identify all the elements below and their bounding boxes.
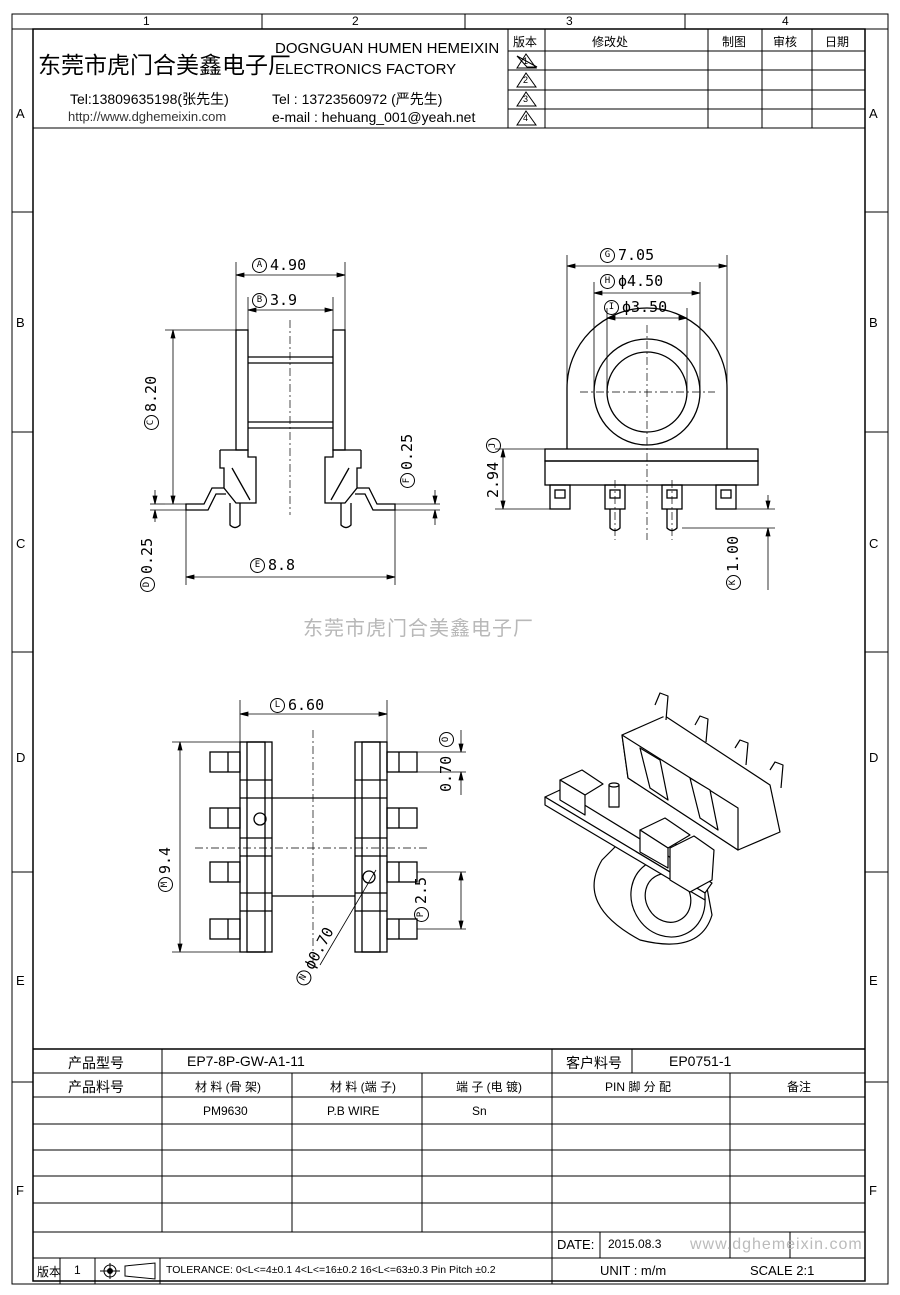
product-model: EP7-8P-GW-A1-11 bbox=[187, 1053, 305, 1069]
dim-f: F0.25 bbox=[398, 434, 416, 488]
rev-header-review: 审核 bbox=[773, 35, 798, 49]
company-name-en-2: ELECTRONICS FACTORY bbox=[275, 61, 457, 78]
product-model-label: 产品型号 bbox=[68, 1055, 124, 1071]
tolerance: TOLERANCE: 0<L<=4±0.1 4<L<=16±0.2 16<L<=… bbox=[166, 1264, 496, 1276]
scale: SCALE 2:1 bbox=[750, 1263, 815, 1278]
row-label-b-left: B bbox=[16, 315, 25, 330]
rev-row-4: 4 bbox=[523, 113, 529, 123]
version-label: 版本 bbox=[37, 1265, 62, 1279]
date: 2015.08.3 bbox=[608, 1237, 662, 1251]
rev-header-version: 版本 bbox=[513, 35, 538, 49]
row-label-f-right: F bbox=[869, 1183, 877, 1198]
company-website[interactable]: http://www.dghemeixin.com bbox=[68, 109, 227, 124]
dim-d: D0.25 bbox=[138, 538, 156, 592]
rev-header-changes: 修改处 bbox=[592, 35, 629, 49]
col-material-bobbin: 材 料 (骨 架) bbox=[195, 1080, 261, 1094]
rev-row-3: 3 bbox=[523, 94, 529, 104]
row-label-a-left: A bbox=[16, 106, 25, 121]
rev-row-1: 1 bbox=[523, 56, 529, 66]
col-remarks: 备注 bbox=[787, 1080, 812, 1094]
rev-header-date: 日期 bbox=[825, 35, 850, 49]
unit: UNIT : m/m bbox=[600, 1263, 667, 1278]
col-plating: 端 子 (电 镀) bbox=[456, 1080, 522, 1094]
row-label-f-left: F bbox=[16, 1183, 24, 1198]
date-label: DATE: bbox=[557, 1237, 595, 1252]
dim-k: K1.00 bbox=[724, 536, 742, 590]
watermark: 东莞市虎门合美鑫电子厂 bbox=[303, 618, 534, 640]
version: 1 bbox=[74, 1263, 81, 1277]
plating: Sn bbox=[472, 1104, 487, 1118]
dim-o: 0.70 O bbox=[437, 729, 455, 792]
row-label-b-right: B bbox=[869, 315, 878, 330]
company-name-cn: 东莞市虎门合美鑫电子厂 bbox=[38, 52, 291, 78]
row-label-e-left: E bbox=[16, 973, 25, 988]
material-pin: P.B WIRE bbox=[327, 1104, 380, 1118]
material-bobbin: PM9630 bbox=[203, 1104, 248, 1118]
row-label-c-left: C bbox=[16, 536, 26, 551]
col-label-4: 4 bbox=[782, 14, 789, 28]
row-label-d-left: D bbox=[16, 750, 26, 765]
row-label-d-right: D bbox=[869, 750, 879, 765]
row-label-e-right: E bbox=[869, 973, 878, 988]
row-label-a-right: A bbox=[869, 106, 878, 121]
company-email[interactable]: e-mail : hehuang_001@yeah.net bbox=[272, 109, 476, 125]
dim-j: 2.94 J bbox=[484, 435, 502, 498]
company-name-en-1: DOGNGUAN HUMEN HEMEIXIN bbox=[275, 40, 500, 57]
company-tel-2: Tel : 13723560972 (严先生) bbox=[272, 91, 443, 107]
dim-c: C8.20 bbox=[142, 376, 160, 430]
rev-header-drawn: 制图 bbox=[722, 35, 747, 49]
col-label-2: 2 bbox=[352, 14, 359, 28]
col-pin-assign: PIN 脚 分 配 bbox=[605, 1080, 672, 1094]
footer-watermark: www.dghemeixin.com bbox=[690, 1236, 863, 1253]
row-label-c-right: C bbox=[869, 536, 879, 551]
col-label-1: 1 bbox=[143, 14, 150, 28]
col-label-3: 3 bbox=[566, 14, 573, 28]
dim-m: M9.4 bbox=[156, 847, 174, 892]
customer-pn: EP0751-1 bbox=[669, 1053, 732, 1069]
dim-p: P2.5 bbox=[412, 877, 430, 922]
product-pn-label: 产品料号 bbox=[68, 1079, 124, 1095]
col-material-pin: 材 料 (端 子) bbox=[330, 1080, 396, 1094]
customer-pn-label: 客户料号 bbox=[566, 1055, 622, 1071]
rev-row-2: 2 bbox=[523, 75, 529, 85]
company-tel-1: Tel:13809635198(张先生) bbox=[70, 91, 229, 107]
